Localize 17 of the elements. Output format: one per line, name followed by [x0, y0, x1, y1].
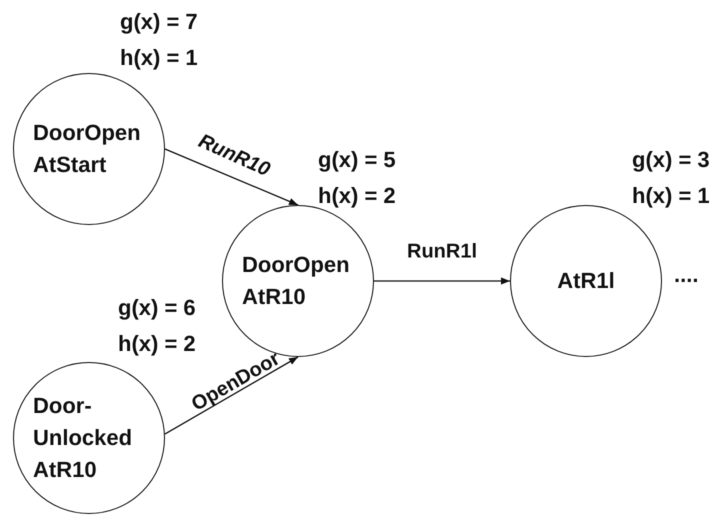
ellipsis: .... [674, 262, 698, 288]
cost-value: g(x) = 7 [120, 8, 198, 36]
cost-value: h(x) = 2 [118, 330, 196, 356]
arrow [374, 277, 510, 285]
state-name: DoorOpen AtStart [33, 119, 142, 179]
arrow [164, 356, 298, 435]
cost-value: g(x) = 5 [318, 146, 396, 174]
cost-value: h(x) = 2 [318, 182, 396, 210]
arrow [164, 148, 298, 206]
cost-value: h(x) = 1 [120, 44, 198, 72]
edge-label: RunR1l [407, 240, 477, 264]
state-name: Door- Unlocked AtR10 [33, 392, 134, 484]
cost-value: g(x) = 6 [118, 294, 196, 322]
state-name: DoorOpen AtR10 [242, 251, 351, 311]
state-name: AtR1l [556, 267, 616, 296]
cost-value: g(x) = 3 [632, 146, 710, 174]
cost-value: h(x) = 1 [632, 182, 710, 210]
